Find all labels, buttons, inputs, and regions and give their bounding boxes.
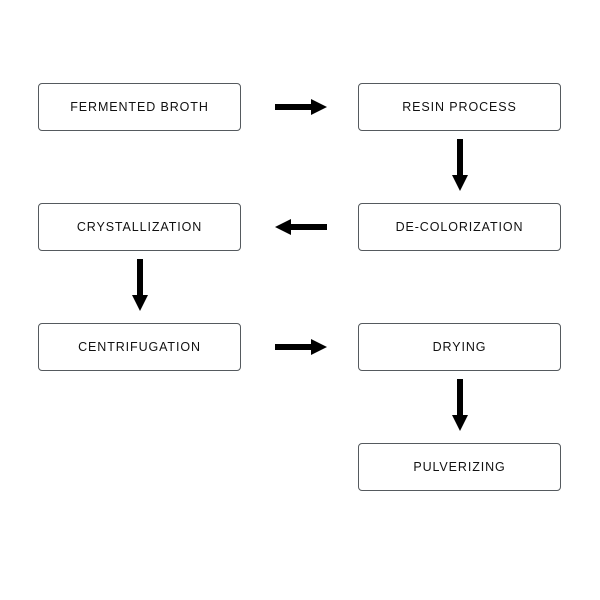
node-label: RESIN PROCESS: [402, 99, 517, 114]
node-resin-process[interactable]: RESIN PROCESS: [358, 83, 561, 131]
node-pulverizing[interactable]: PULVERIZING: [358, 443, 561, 491]
node-crystallization[interactable]: CRYSTALLIZATION: [38, 203, 241, 251]
node-de-colorization[interactable]: DE-COLORIZATION: [358, 203, 561, 251]
arrow-crystallization-to-centrifugation: [130, 259, 150, 311]
node-label: DRYING: [432, 339, 487, 354]
node-fermented-broth[interactable]: FERMENTED BROTH: [38, 83, 241, 131]
arrow-centrifugation-to-drying: [275, 337, 327, 357]
node-label: PULVERIZING: [413, 459, 506, 474]
node-label: FERMENTED BROTH: [70, 99, 209, 114]
arrow-drying-to-pulverizing: [450, 379, 470, 431]
node-label: CRYSTALLIZATION: [76, 219, 203, 234]
node-label: DE-COLORIZATION: [395, 219, 524, 234]
node-centrifugation[interactable]: CENTRIFUGATION: [38, 323, 241, 371]
node-drying[interactable]: DRYING: [358, 323, 561, 371]
node-label: CENTRIFUGATION: [78, 339, 201, 354]
arrow-resin-process-to-de-colorization: [450, 139, 470, 191]
arrow-fermented-broth-to-resin-process: [275, 97, 327, 117]
arrow-de-colorization-to-crystallization: [275, 217, 327, 237]
